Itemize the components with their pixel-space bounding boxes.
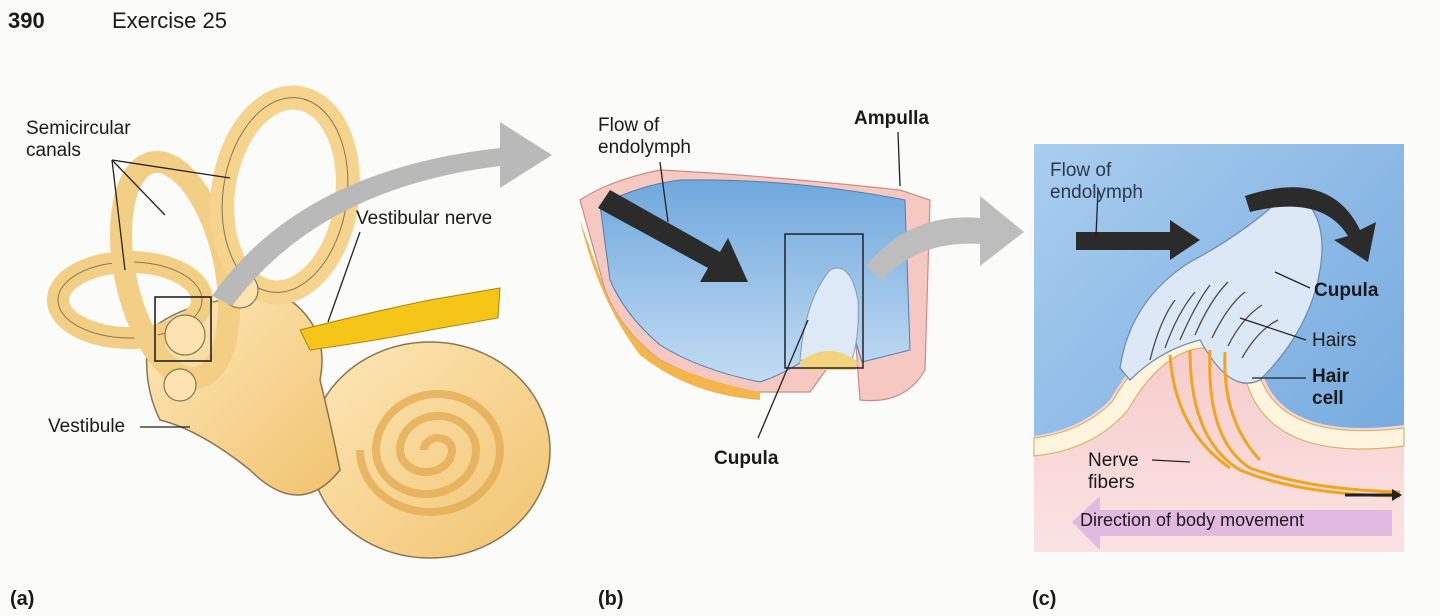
label-vestibular-nerve: Vestibular nerve (356, 208, 493, 229)
ampulla-drawing (579, 131, 931, 439)
label-semicircular-canals: Semicircular canals (26, 118, 131, 161)
panel-letter-a: (a) (10, 588, 35, 610)
direction-arrow (1072, 496, 1392, 550)
panel-letter-c: (c) (1032, 588, 1057, 610)
cochlea (309, 341, 551, 559)
panel-letter-b: (b) (598, 588, 624, 610)
cupula-b (799, 267, 859, 366)
label-nerve-fibers: Nerve fibers (1088, 450, 1139, 493)
exercise-title: Exercise 25 (112, 8, 227, 33)
zoom-arrow-a-to-b (212, 122, 552, 306)
cochlea-spiral (356, 390, 505, 516)
label-cupula-b: Cupula (714, 448, 779, 469)
label-cupula-c: Cupula (1314, 280, 1379, 301)
label-hair-cell: Hair cell (1312, 366, 1349, 409)
magnify-box-a (154, 296, 212, 362)
flow-arrow-c (1076, 220, 1200, 260)
vestibular-nerve (299, 287, 501, 351)
label-direction-of-body-movement: Direction of body movement (1080, 510, 1305, 530)
label-ampulla: Ampulla (854, 108, 929, 129)
hair-bundles (1149, 281, 1279, 361)
label-hairs: Hairs (1312, 330, 1357, 351)
magnify-box-b (784, 233, 864, 369)
deflection-arrow (1245, 187, 1376, 262)
label-flow-of-endolymph-b: Flow of endolymph (598, 115, 691, 158)
crista-detail-drawing (1033, 144, 1405, 552)
label-flow-of-endolymph-c: Flow of endolymph (1050, 160, 1143, 203)
ampulla-a (164, 314, 206, 356)
nerve-fibers (1168, 349, 1401, 498)
page-number: 390 (8, 8, 45, 33)
zoom-arrow-b-to-c (866, 196, 1024, 280)
label-vestibule: Vestibule (48, 416, 126, 437)
flow-arrow-b (598, 190, 748, 282)
